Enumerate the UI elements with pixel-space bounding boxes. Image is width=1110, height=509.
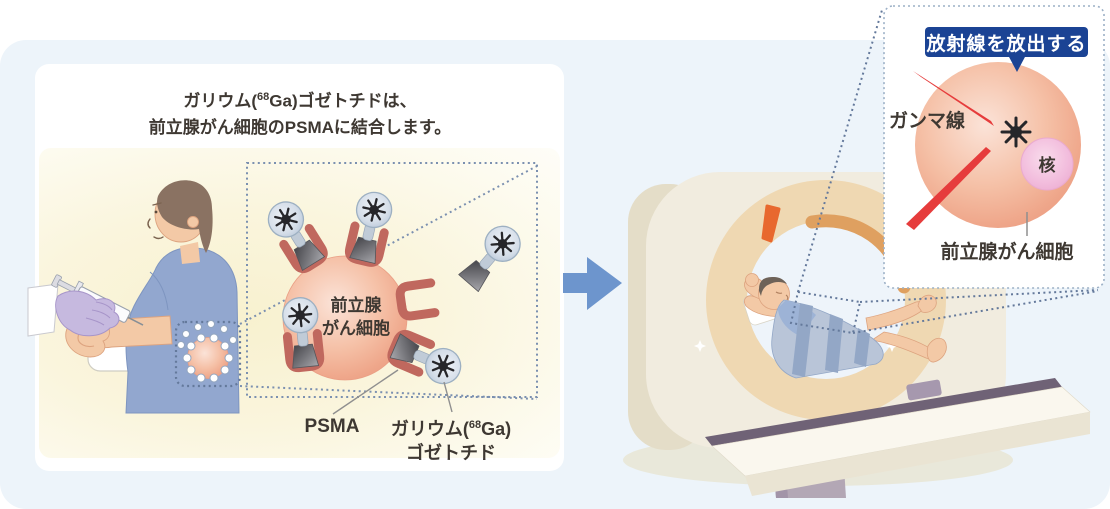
heading-text-line2: 前立腺がん細胞のPSMAに結合します。: [148, 117, 452, 137]
patient-on-table: [743, 273, 947, 379]
injection-scene: [27, 162, 538, 415]
radiation-emission-badge: 放射線を放出する: [925, 27, 1088, 57]
cancer-cell-label: 前立腺 がん細胞: [322, 296, 390, 338]
radiation-callout-panel: [883, 5, 1105, 289]
cancer-cell-closeup: [260, 187, 529, 415]
patient-head: [147, 180, 213, 264]
mini-molecules: [177, 320, 237, 383]
gamma-ray-label: ガンマ線: [889, 111, 966, 132]
nucleus: [1020, 137, 1074, 191]
panel-heading: ガリウム(68Ga)ゴゼトチドは、 前立腺がん細胞のPSMAに結合します。: [148, 91, 452, 137]
heading-text: ガリウム(: [183, 91, 258, 111]
nurse-hand: [27, 274, 144, 337]
zoom-box: [246, 162, 538, 398]
callout-connectors: [789, 9, 1099, 335]
face-features: [147, 202, 164, 240]
gamma-ray: [913, 71, 994, 126]
scanner-table: [705, 378, 1091, 498]
nucleus-label: 核: [1038, 156, 1056, 175]
label-leader-lines: [332, 369, 453, 415]
zoom-connectors: [239, 162, 538, 400]
gallium-gozetotide-label: ガリウム(68Ga) ゴゼトチド: [390, 419, 512, 463]
gamma-ray: [906, 147, 991, 230]
right-arrow-icon: [563, 257, 622, 310]
psma-label: PSMA: [304, 416, 360, 437]
badge-tail: [1008, 55, 1026, 72]
gallium-molecule-free: [454, 217, 529, 296]
hip-zoom-source: [174, 320, 242, 388]
radiation-burst-icon: [1000, 116, 1032, 148]
orange-marker: [761, 204, 781, 243]
cancer-cell-label-right: 前立腺がん細胞: [940, 242, 1074, 263]
